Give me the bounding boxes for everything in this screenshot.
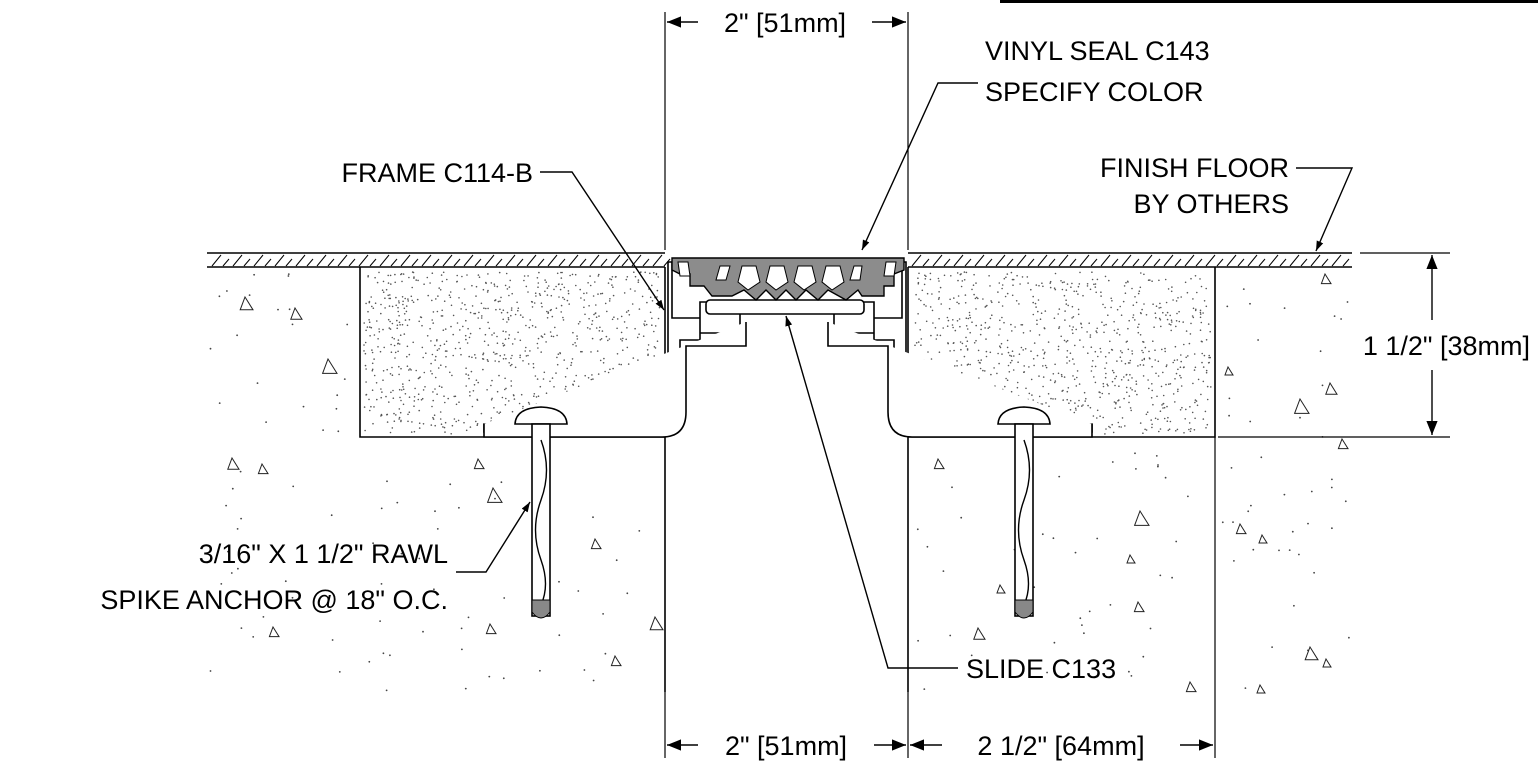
vinyl-seal-label-line2: SPECIFY COLOR [985, 77, 1204, 107]
dimension-top-gap [664, 12, 909, 250]
leader-finish-floor [1296, 167, 1354, 252]
finish-floor-label-line1: FINISH FLOOR [1100, 153, 1289, 183]
frame-label: FRAME C114-B [341, 158, 533, 188]
anchor-label-line1: 3/16" X 1 1/2" RAWL [199, 539, 448, 569]
dim-top-gap-label: 2" [51mm] [724, 8, 846, 38]
slide-c133 [705, 299, 865, 315]
anchor-label-line2: SPIKE ANCHOR @ 18" O.C. [100, 585, 448, 615]
dimension-bottom-gap [664, 437, 1216, 758]
dim-bottom-right-label: 2 1/2" [64mm] [977, 731, 1144, 761]
finish-floor-label-line2: BY OTHERS [1133, 189, 1289, 219]
leader-vinyl-seal [861, 82, 978, 251]
vinyl-seal-c143 [671, 257, 905, 301]
dimension-depth [1218, 252, 1450, 438]
vinyl-seal-label-line1: VINYL SEAL C143 [985, 36, 1210, 66]
leader-slide [785, 315, 958, 669]
spike-anchor-left [514, 406, 568, 619]
leader-frame [540, 171, 665, 311]
slide-label: SLIDE C133 [966, 654, 1116, 684]
spike-anchor-right [997, 406, 1051, 619]
dim-depth-label: 1 1/2" [38mm] [1363, 331, 1530, 361]
concrete-slab-left [359, 267, 666, 692]
dim-bottom-gap-label: 2" [51mm] [725, 731, 847, 761]
finish-floor-left [207, 252, 671, 268]
leader-anchor [456, 501, 531, 573]
concrete-slab-right [907, 267, 1216, 692]
finish-floor-right [908, 252, 1352, 268]
